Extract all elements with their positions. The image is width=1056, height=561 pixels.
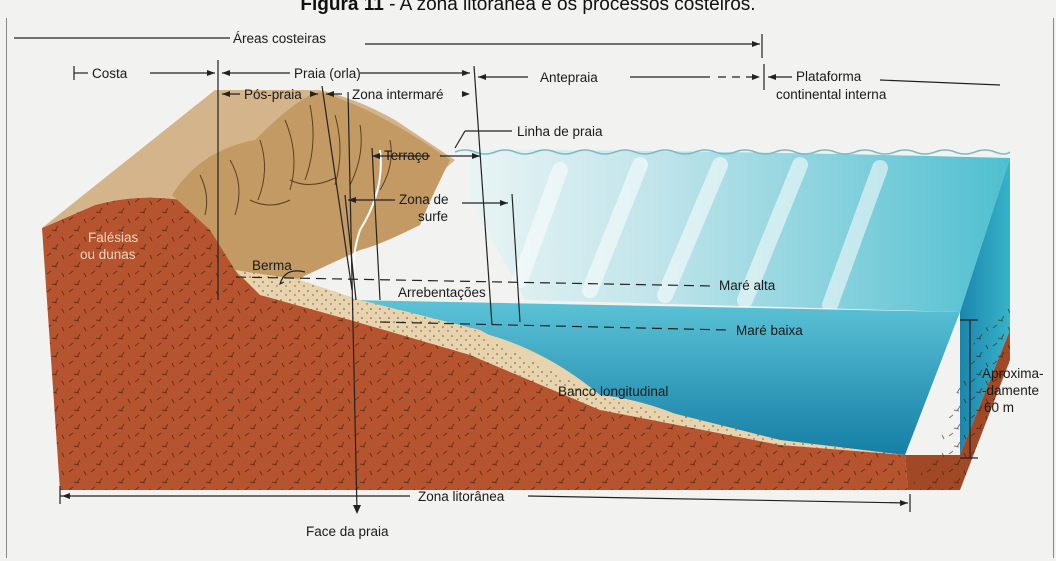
label-berma: Berma	[252, 258, 292, 273]
label-praia-orla: Praia (orla)	[294, 66, 361, 81]
label-falesias: Falésias	[88, 230, 139, 245]
label-antepraia: Antepraia	[540, 70, 598, 85]
label-zona-litoranea: Zona litorânea	[418, 489, 505, 504]
label-aproximadamente-1: Aproxima-	[982, 366, 1044, 381]
label-pos-praia: Pós-praia	[244, 87, 302, 102]
label-aproximadamente-2: -damente	[982, 383, 1039, 398]
label-mare-alta: Maré alta	[719, 278, 776, 293]
label-surfe: surfe	[418, 209, 448, 224]
label-terraco: Terraço	[384, 148, 429, 163]
label-ou-dunas: ou dunas	[80, 247, 136, 262]
areas-costeiras-span	[14, 34, 762, 58]
linha-de-praia-pointer	[455, 131, 512, 148]
label-costa: Costa	[92, 66, 128, 81]
label-face-da-praia: Face da praia	[306, 524, 389, 539]
label-plataforma-2: continental interna	[776, 87, 887, 102]
label-plataforma: Plataforma	[796, 69, 862, 84]
label-arrebentacoes: Arrebentações	[398, 285, 486, 300]
label-mare-baixa: Maré baixa	[736, 323, 803, 338]
label-banco-longitudinal: Banco longitudinal	[558, 384, 668, 399]
label-aproximadamente-3: 60 m	[984, 400, 1014, 415]
label-zona-intermare: Zona intermaré	[352, 87, 444, 102]
label-zona-de: Zona de	[399, 192, 449, 207]
label-linha-de-praia: Linha de praia	[517, 124, 603, 139]
label-areas-costeiras: Áreas costeiras	[233, 31, 326, 46]
